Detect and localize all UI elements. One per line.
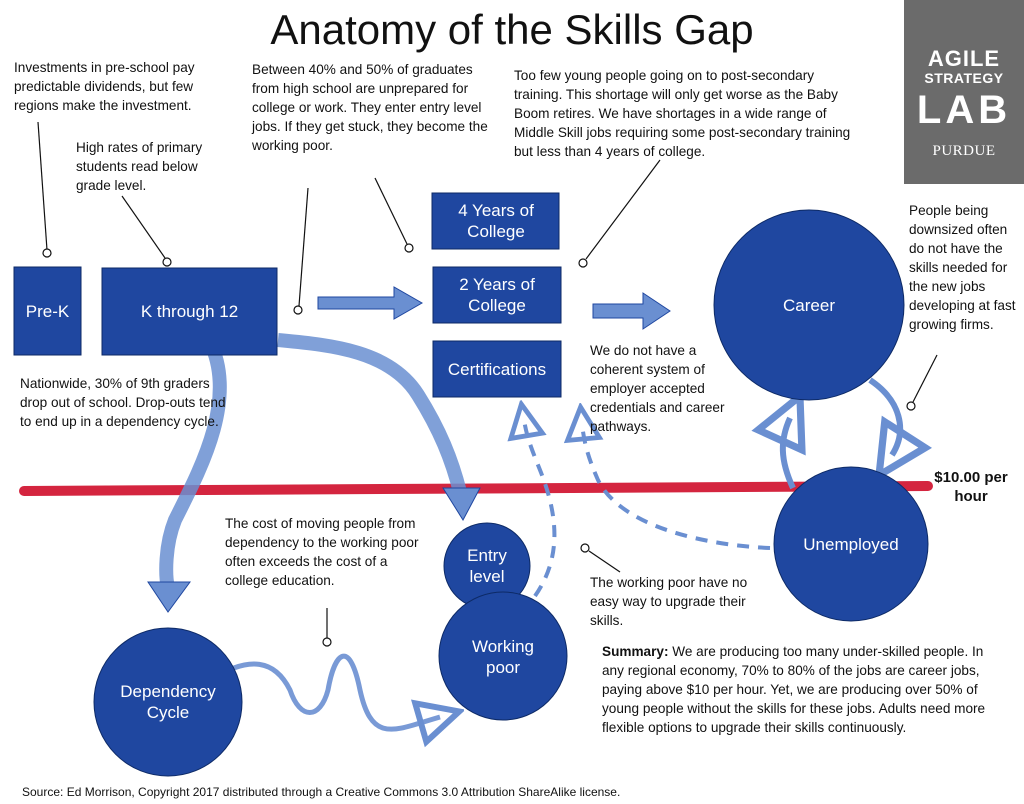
logo-text-lab: LAB [916,88,1012,132]
entry-level-label: Entry level [467,546,507,586]
certifications-box [432,340,562,398]
dependency-cycle-circle [93,627,243,777]
note-credentials: We do not have a coherent system of empl… [590,343,725,434]
arrow-k12-to-college [317,286,424,320]
working-poor-label: Working poor [471,637,535,677]
wage-threshold-label: $10.00 per hour [934,469,1008,505]
pointer-dot [404,243,414,253]
dependency-cycle-label: Dependency Cycle [120,682,216,722]
logo-text-strategy: STRATEGY [924,70,1004,86]
agile-strategy-lab-logo: AGILE STRATEGY LAB PURDUE [904,0,1024,184]
note-dependency-cost: The cost of moving people from dependenc… [225,516,419,588]
flow-working-poor-to-certifications [524,420,557,598]
college2-box [432,266,562,324]
flow-unemployed-to-certifications [582,423,771,550]
prek-label: Pre-K [25,301,70,321]
logo-text-purdue: PURDUE [932,143,996,159]
note-downsized: People being downsized often do not have… [909,203,1016,332]
note-working-poor: The working poor have no easy way to upg… [590,575,748,628]
certifications-label: Certifications [447,359,547,379]
career-label: Career [783,295,835,315]
logo-text-agile: AGILE [927,46,1001,71]
pointer-dot [322,637,332,647]
summary-text: Summary: We are producing too many under… [602,642,1007,737]
note-preschool: Investments in pre-school pay predictabl… [14,60,195,113]
pointer-dot [580,543,590,553]
flow-k12-to-dependency [159,338,227,590]
pointer-dot [906,401,916,411]
summary-label: Summary: [602,644,669,659]
k12-box [101,267,278,356]
flow-k12-to-entry-level [277,333,467,494]
career-circle [713,209,905,401]
flow-unemployed-to-career [783,418,793,490]
arrow-college-to-career [592,292,671,330]
note-primary-reading: High rates of primary students read belo… [76,140,203,193]
college4-label: 4 Years of College [458,201,534,241]
prek-box [13,266,82,356]
note-post-secondary: Too few young people going on to post-se… [514,68,851,159]
unemployed-circle [773,466,929,622]
working-poor-circle [438,591,568,721]
arrowhead-entry-level [442,487,481,521]
source-credit: Source: Ed Morrison, Copyright 2017 dist… [22,785,621,799]
pointer-dot [578,258,588,268]
summary-body: We are producing too many under-skilled … [602,644,986,735]
unemployed-label: Unemployed [803,534,899,554]
note-dropouts: Nationwide, 30% of 9th graders drop out … [20,376,226,429]
pointer-dot [42,248,52,258]
arrowhead-dependency [147,581,191,613]
college4-box [431,192,560,250]
flow-career-to-unemployed [868,377,900,455]
note-graduates-unprepared: Between 40% and 50% of graduates from hi… [252,62,488,153]
k12-label: K through 12 [140,302,239,321]
pointer-dot [162,257,172,267]
flow-dependency-to-working-poor [208,653,440,729]
college2-label: 2 Years of College [459,275,535,315]
pointer-lines [37,121,938,647]
diagram-title: Anatomy of the Skills Gap [270,6,754,53]
pointer-dot [293,305,303,315]
